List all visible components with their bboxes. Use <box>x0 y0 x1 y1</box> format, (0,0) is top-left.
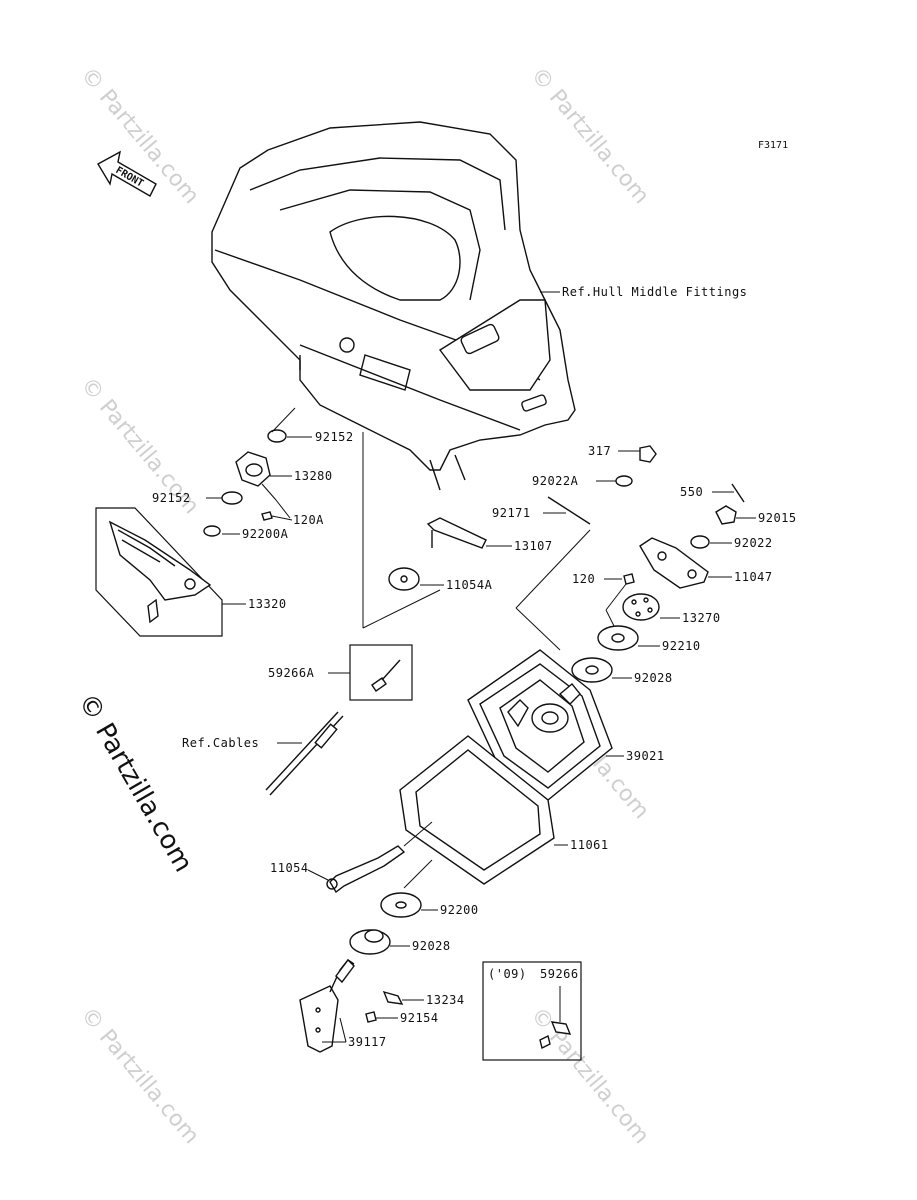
callout-92200: 92200 <box>440 903 479 917</box>
part-11061 <box>399 735 555 885</box>
part-13270 <box>622 593 660 621</box>
watermark-top-right: © Partzilla.com <box>525 63 653 209</box>
callout-92028-a: 92028 <box>634 671 673 685</box>
part-59266A <box>371 659 401 692</box>
part-13280 <box>235 451 271 487</box>
callout-39117: 39117 <box>348 1035 387 1049</box>
callout-11054A: 11054A <box>446 578 493 592</box>
callout-92022: 92022 <box>734 536 773 550</box>
callout-13234: 13234 <box>426 993 465 1007</box>
callout-92028-b: 92028 <box>412 939 451 953</box>
callout-550: 550 <box>680 485 703 499</box>
watermark-bottom-left: © Partzilla.com <box>75 1003 203 1149</box>
part-13320-box <box>95 507 223 637</box>
inset-2009-fitting <box>539 1021 572 1050</box>
callout-92015: 92015 <box>758 511 797 525</box>
callout-13280: 13280 <box>294 469 333 483</box>
callout-59266A: 59266A <box>268 666 315 680</box>
callout-120: 120 <box>572 572 595 586</box>
callout-ref-cables: Ref.Cables <box>182 736 259 750</box>
partzilla-side-watermark: © Partzilla.com <box>72 689 198 878</box>
figure-code: F3171 <box>758 140 788 151</box>
part-11047 <box>639 537 709 589</box>
part-39117 <box>299 958 355 1053</box>
callout-13270: 13270 <box>682 611 721 625</box>
callout-11054: 11054 <box>270 861 309 875</box>
callout-13320: 13320 <box>248 597 287 611</box>
callout-11047: 11047 <box>734 570 773 584</box>
callout-92154: 92154 <box>400 1011 439 1025</box>
inset-2009-part: 59266 <box>540 967 579 981</box>
callout-120A: 120A <box>293 513 324 527</box>
hull-assembly <box>211 121 576 491</box>
callout-92152-b: 92152 <box>152 491 191 505</box>
inset-2009-box <box>482 961 582 1061</box>
callout-92171: 92171 <box>492 506 531 520</box>
callout-92200A: 92200A <box>242 527 289 541</box>
callout-13107: 13107 <box>514 539 553 553</box>
part-11054 <box>326 845 406 894</box>
part-39021 <box>467 649 613 801</box>
callout-11061: 11061 <box>570 838 609 852</box>
cable-end <box>265 711 344 796</box>
callout-92022A: 92022A <box>532 474 579 488</box>
part-92028-lower <box>349 929 391 955</box>
callout-317: 317 <box>588 444 611 458</box>
inset-2009-year: ('09) <box>488 967 527 981</box>
callout-92210: 92210 <box>662 639 701 653</box>
callout-92152-a: 92152 <box>315 430 354 444</box>
callout-ref-hull: Ref.Hull Middle Fittings <box>562 285 747 299</box>
watermark-bottom-right: © Partzilla.com <box>525 1003 653 1149</box>
callout-39021: 39021 <box>626 749 665 763</box>
part-13107 <box>426 517 487 549</box>
